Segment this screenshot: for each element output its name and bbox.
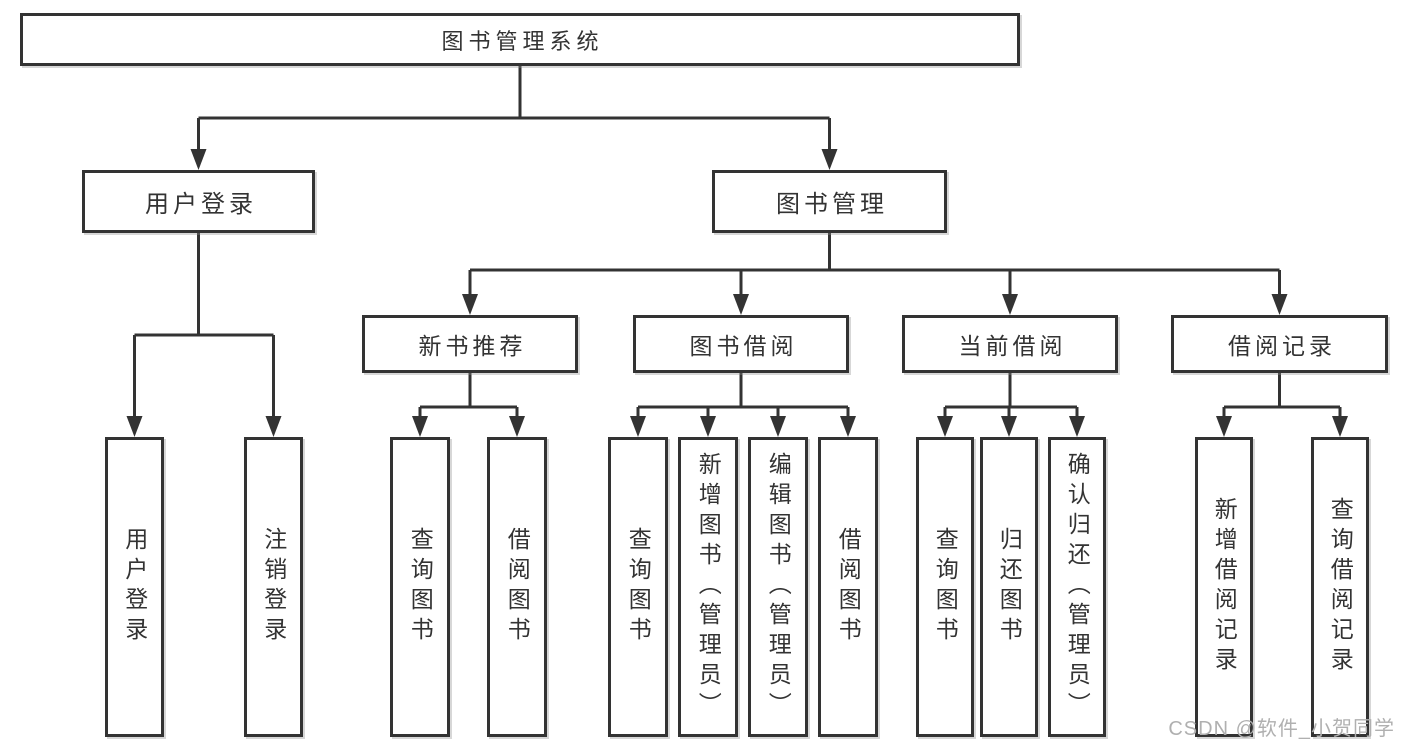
node-label: 查询图书 bbox=[932, 527, 959, 647]
node-library-management-system: 图书管理系统 bbox=[20, 13, 1020, 66]
node-label: 新增借阅记录 bbox=[1211, 497, 1238, 677]
arrowhead-down-icon bbox=[1069, 416, 1085, 437]
node-current-borrowing: 当前借阅 bbox=[902, 315, 1118, 373]
node-leaf-user-login: 用户登录 bbox=[105, 437, 164, 737]
node-leaf-records-add-record: 新增借阅记录 bbox=[1195, 437, 1253, 737]
node-label: 图书管理 bbox=[776, 191, 888, 218]
node-book-borrowing: 图书借阅 bbox=[633, 315, 849, 373]
node-leaf-current-return-book: 归还图书 bbox=[980, 437, 1038, 737]
node-leaf-records-query-record: 查询借阅记录 bbox=[1311, 437, 1369, 737]
arrowhead-down-icon bbox=[462, 294, 478, 315]
arrowhead-down-icon bbox=[770, 416, 786, 437]
connector-line-from-library-management-system bbox=[197, 66, 831, 166]
arrowhead-down-icon bbox=[840, 416, 856, 437]
node-leaf-recommend-borrow-book: 借阅图书 bbox=[487, 437, 547, 737]
arrowhead-down-icon bbox=[1216, 416, 1232, 437]
node-label: 用户登录 bbox=[121, 527, 148, 647]
arrowhead-down-icon bbox=[1332, 416, 1348, 437]
node-leaf-borrow-add-book-admin: 新增图书（管理员） bbox=[678, 437, 738, 737]
node-leaf-borrow-query-book: 查询图书 bbox=[608, 437, 668, 737]
connector-line-from-book-management bbox=[468, 233, 1281, 311]
arrowhead-down-icon bbox=[412, 416, 428, 437]
node-label: 确认归还（管理员） bbox=[1064, 452, 1091, 722]
node-label: 查询借阅记录 bbox=[1327, 497, 1354, 677]
node-label: 用户登录 bbox=[145, 191, 257, 218]
node-leaf-borrow-edit-book-admin: 编辑图书（管理员） bbox=[748, 437, 808, 737]
node-user-login: 用户登录 bbox=[82, 170, 315, 233]
arrowhead-down-icon bbox=[1271, 294, 1288, 315]
node-leaf-current-query-book: 查询图书 bbox=[916, 437, 974, 737]
connector-line-from-new-book-recommendation bbox=[418, 373, 519, 433]
node-label: 归还图书 bbox=[996, 527, 1023, 647]
arrowhead-down-icon bbox=[1001, 416, 1017, 437]
node-book-management: 图书管理 bbox=[712, 170, 947, 233]
node-label: 借阅记录 bbox=[1228, 333, 1336, 359]
node-label: 新书推荐 bbox=[418, 333, 527, 359]
arrowhead-down-icon bbox=[700, 416, 716, 437]
connector-line-from-borrowing-records bbox=[1222, 373, 1342, 433]
node-label: 图书借阅 bbox=[689, 333, 798, 359]
node-new-book-recommendation: 新书推荐 bbox=[362, 315, 578, 373]
arrowhead-down-icon bbox=[937, 416, 953, 437]
node-leaf-logout: 注销登录 bbox=[244, 437, 303, 737]
arrowhead-down-icon bbox=[126, 416, 143, 437]
node-label: 借阅图书 bbox=[504, 527, 531, 647]
node-borrowing-records: 借阅记录 bbox=[1171, 315, 1388, 373]
arrowhead-down-icon bbox=[265, 416, 282, 437]
node-label: 编辑图书（管理员） bbox=[765, 452, 792, 722]
node-leaf-current-confirm-return-admin: 确认归还（管理员） bbox=[1048, 437, 1106, 737]
arrowhead-down-icon bbox=[821, 149, 838, 170]
node-label: 当前借阅 bbox=[958, 333, 1067, 359]
connector-line-from-book-borrowing bbox=[636, 373, 850, 433]
node-label: 注销登录 bbox=[260, 527, 287, 647]
node-label: 查询图书 bbox=[407, 527, 434, 647]
arrowhead-down-icon bbox=[509, 416, 525, 437]
arrowhead-down-icon bbox=[1002, 294, 1018, 315]
node-label: 查询图书 bbox=[625, 527, 652, 647]
node-label: 新增图书（管理员） bbox=[695, 452, 722, 722]
node-label: 借阅图书 bbox=[835, 527, 862, 647]
arrowhead-down-icon bbox=[733, 294, 749, 315]
arrowhead-down-icon bbox=[630, 416, 646, 437]
node-leaf-borrow-borrow-book: 借阅图书 bbox=[818, 437, 878, 737]
connector-line-from-user-login bbox=[133, 233, 275, 433]
node-leaf-recommend-query-book: 查询图书 bbox=[390, 437, 450, 737]
arrowhead-down-icon bbox=[190, 149, 207, 170]
node-label: 图书管理系统 bbox=[441, 28, 604, 54]
